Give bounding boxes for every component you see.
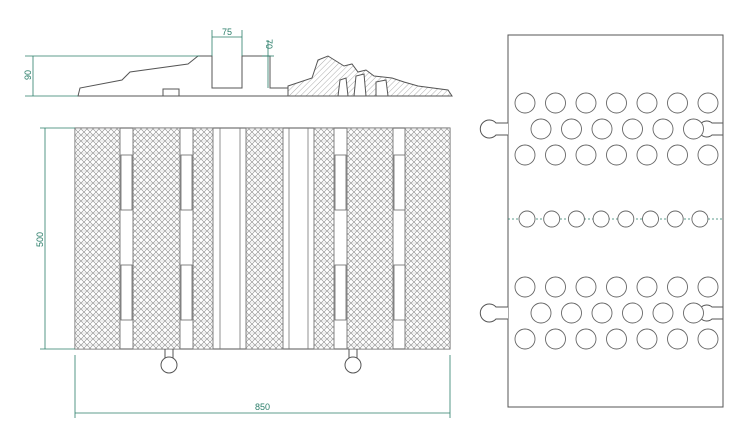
bottom-hole <box>697 144 719 166</box>
bottom-lug-bottom <box>479 303 508 323</box>
bottom-hole <box>617 210 635 228</box>
bottom-hole <box>667 328 688 350</box>
profile-cutout-3 <box>375 79 389 97</box>
bottom-hole <box>514 144 536 166</box>
bottom-hole <box>606 276 627 298</box>
bottom-hole <box>642 210 659 228</box>
profile-cutout-1 <box>337 77 349 97</box>
bottom-hole <box>622 118 643 140</box>
tread-strip-2 <box>132 127 181 350</box>
connector-lug-right <box>344 349 362 374</box>
bottom-hole <box>652 118 674 140</box>
profile-left-section <box>77 55 289 97</box>
dimension-height-label: 90 <box>23 70 33 80</box>
bottom-hole <box>683 302 704 324</box>
channel-lines <box>119 128 406 349</box>
bottom-hole <box>567 210 585 228</box>
bottom-hole <box>652 302 674 324</box>
profile-base-notch <box>162 88 180 97</box>
dimension-slot-width: 75 <box>211 27 243 56</box>
dimension-width: 850 <box>74 355 451 418</box>
bottom-hole <box>622 302 643 324</box>
bottom-hole <box>575 92 597 114</box>
bottom-hole <box>575 276 597 298</box>
bottom-hole <box>636 144 658 166</box>
bottom-hole <box>691 210 709 228</box>
bottom-hole <box>545 92 566 114</box>
bottom-hole <box>575 328 597 350</box>
anchor-slots <box>120 154 406 321</box>
bottom-hole <box>543 210 561 228</box>
plan-view <box>74 127 451 374</box>
bottom-hole <box>591 118 613 140</box>
bottom-hole <box>530 118 552 140</box>
bottom-hole <box>561 302 582 324</box>
bottom-hole <box>575 144 597 166</box>
bottom-view-holes <box>514 92 719 350</box>
bottom-hole <box>606 328 627 350</box>
bottom-hole <box>530 302 552 324</box>
bottom-hole <box>636 328 658 350</box>
dimension-height: 90 <box>23 55 200 97</box>
tread-strip-7 <box>404 127 451 350</box>
dimension-slot-depth-label: 70 <box>264 39 274 49</box>
bottom-hole <box>683 118 704 140</box>
bottom-hole <box>591 302 613 324</box>
tread-strip-5 <box>313 127 335 350</box>
bottom-hole <box>561 118 582 140</box>
bottom-hole <box>667 276 688 298</box>
bottom-hole <box>518 210 536 228</box>
bottom-hole <box>636 92 658 114</box>
bottom-hole <box>545 144 566 166</box>
bottom-hole <box>636 276 658 298</box>
dimension-width-label: 850 <box>255 402 270 412</box>
bottom-hole <box>514 328 536 350</box>
tread-strip-6 <box>346 127 394 350</box>
dimension-slot-width-label: 75 <box>222 27 232 37</box>
profile-hatched-section <box>287 55 453 97</box>
bottom-lug-top <box>479 119 508 139</box>
side-profile-view <box>77 55 453 97</box>
bottom-hole <box>545 276 566 298</box>
bottom-hole <box>545 328 566 350</box>
bottom-hole <box>606 92 627 114</box>
bottom-hole <box>667 144 688 166</box>
tread-strip-3 <box>192 127 214 350</box>
bottom-hole <box>592 210 610 228</box>
bottom-hole <box>697 92 719 114</box>
tread-strip-4 <box>245 127 284 350</box>
dimension-depth-label: 500 <box>35 232 45 247</box>
bottom-hole <box>606 144 627 166</box>
bottom-hole <box>667 92 688 114</box>
bottom-hole <box>697 276 719 298</box>
dimension-depth: 500 <box>35 127 75 350</box>
bottom-hole <box>697 328 719 350</box>
bottom-hole <box>514 276 536 298</box>
dimension-slot-depth: 70 <box>262 39 274 88</box>
bottom-hole <box>666 210 684 228</box>
profile-cutout-2 <box>353 73 367 97</box>
bottom-hole <box>514 92 536 114</box>
connector-lug-left <box>160 349 178 374</box>
bottom-outline <box>507 34 724 408</box>
tread-strip-1 <box>74 127 121 350</box>
